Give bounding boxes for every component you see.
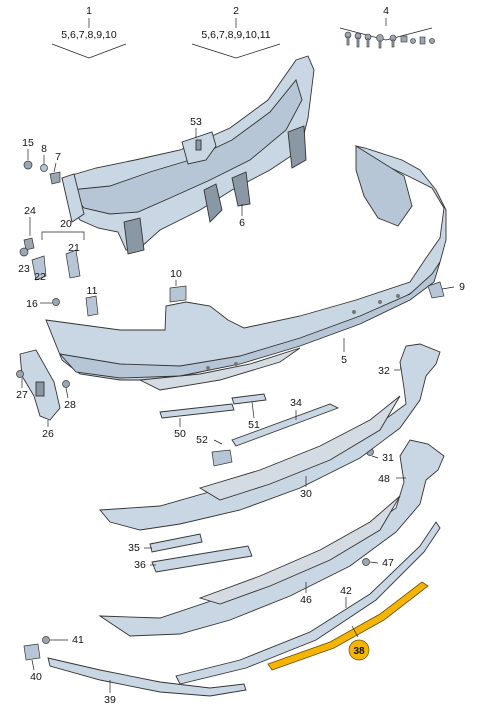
callout-35: 35 <box>128 542 152 554</box>
callout-30: 30 <box>300 476 312 500</box>
trim-39 <box>47 657 247 697</box>
callout-15: 15 <box>22 137 34 160</box>
svg-text:26: 26 <box>42 428 54 440</box>
svg-text:21: 21 <box>68 242 80 254</box>
svg-text:11: 11 <box>87 285 98 297</box>
callout-51: 51 <box>248 401 260 431</box>
svg-text:32: 32 <box>378 365 390 377</box>
callout-16: 16 <box>26 298 52 310</box>
svg-text:6: 6 <box>239 217 245 229</box>
group-number: 2 <box>233 5 239 17</box>
callout-47: 47 <box>369 557 394 569</box>
clip-parts-left <box>16 160 445 661</box>
callout-8: 8 <box>41 143 47 164</box>
svg-text:36: 36 <box>134 559 146 571</box>
svg-text:39: 39 <box>104 694 116 706</box>
callout-26: 26 <box>42 420 54 440</box>
fastener-set-icon <box>344 31 435 49</box>
trim-51 <box>231 393 267 405</box>
group-items: 5,6,7,8,9,10,11 <box>201 29 270 41</box>
trim-34 <box>231 403 340 447</box>
callout-48: 48 <box>378 473 406 485</box>
group-number: 4 <box>383 5 389 17</box>
svg-text:53: 53 <box>190 116 202 128</box>
trim-38-highlight <box>267 581 429 671</box>
svg-text:20: 20 <box>60 218 72 230</box>
diffuser-46 <box>98 439 445 637</box>
svg-text:51: 51 <box>248 419 260 431</box>
callout-50: 50 <box>174 418 186 440</box>
group-items: 5,6,7,8,9,10 <box>61 29 117 41</box>
trim-50 <box>159 403 235 419</box>
trim-35 <box>149 533 203 553</box>
svg-text:8: 8 <box>41 143 47 155</box>
svg-text:50: 50 <box>174 428 186 440</box>
callout-40: 40 <box>30 659 42 683</box>
svg-text:35: 35 <box>128 542 140 554</box>
svg-text:15: 15 <box>22 137 34 149</box>
svg-text:38: 38 <box>353 646 365 657</box>
svg-text:31: 31 <box>382 452 394 464</box>
callout-7: 7 <box>53 151 61 173</box>
svg-text:48: 48 <box>378 473 390 485</box>
callout-24: 24 <box>24 205 36 236</box>
callout-53: 53 <box>190 116 202 138</box>
svg-text:22: 22 <box>34 271 46 283</box>
callout-41: 41 <box>50 634 84 646</box>
svg-text:9: 9 <box>459 281 465 293</box>
callout-5: 5 <box>341 338 347 366</box>
callout-28: 28 <box>64 387 76 411</box>
trim-42 <box>175 521 441 685</box>
svg-text:52: 52 <box>196 434 208 446</box>
svg-text:34: 34 <box>290 397 302 409</box>
callout-23: 23 <box>18 263 30 275</box>
side-bracket-26 <box>19 349 61 421</box>
header-group-2: 2 5,6,7,8,9,10,11 <box>191 5 281 59</box>
callout-46: 46 <box>300 582 312 606</box>
callout-10: 10 <box>170 268 182 286</box>
svg-text:40: 40 <box>30 671 42 683</box>
svg-text:41: 41 <box>72 634 84 646</box>
callout-36: 36 <box>134 559 156 571</box>
bracket-53 <box>181 131 217 165</box>
svg-text:23: 23 <box>18 263 30 275</box>
svg-text:5: 5 <box>341 354 347 366</box>
callout-42: 42 <box>340 585 352 608</box>
svg-text:10: 10 <box>170 268 182 280</box>
svg-text:27: 27 <box>16 389 28 401</box>
callout-32: 32 <box>378 365 400 377</box>
callout-38-highlight: 38 <box>348 625 370 661</box>
callout-27: 27 <box>16 378 28 401</box>
svg-text:30: 30 <box>300 488 312 500</box>
callout-31: 31 <box>371 452 394 464</box>
bumper-cover <box>45 145 447 391</box>
trim-36 <box>151 545 253 573</box>
callout-9: 9 <box>441 281 465 293</box>
svg-text:46: 46 <box>300 594 312 606</box>
callout-52: 52 <box>196 434 223 446</box>
callout-22: 22 <box>34 271 46 283</box>
group-number: 1 <box>86 5 92 17</box>
callout-39: 39 <box>104 680 116 706</box>
callout-34: 34 <box>290 397 302 420</box>
svg-text:28: 28 <box>64 399 76 411</box>
header-group-4: 4 <box>339 5 435 49</box>
callout-20: 20 <box>41 218 85 240</box>
svg-text:16: 16 <box>26 298 38 310</box>
svg-text:42: 42 <box>340 585 352 597</box>
diffuser-30 <box>99 343 441 531</box>
callout-21: 21 <box>68 242 80 254</box>
callout-6: 6 <box>239 204 245 229</box>
header-group-1: 1 5,6,7,8,9,10 <box>51 5 127 59</box>
callout-11: 11 <box>87 285 98 297</box>
svg-text:24: 24 <box>24 205 36 217</box>
svg-text:47: 47 <box>382 557 394 569</box>
svg-text:7: 7 <box>55 151 61 163</box>
